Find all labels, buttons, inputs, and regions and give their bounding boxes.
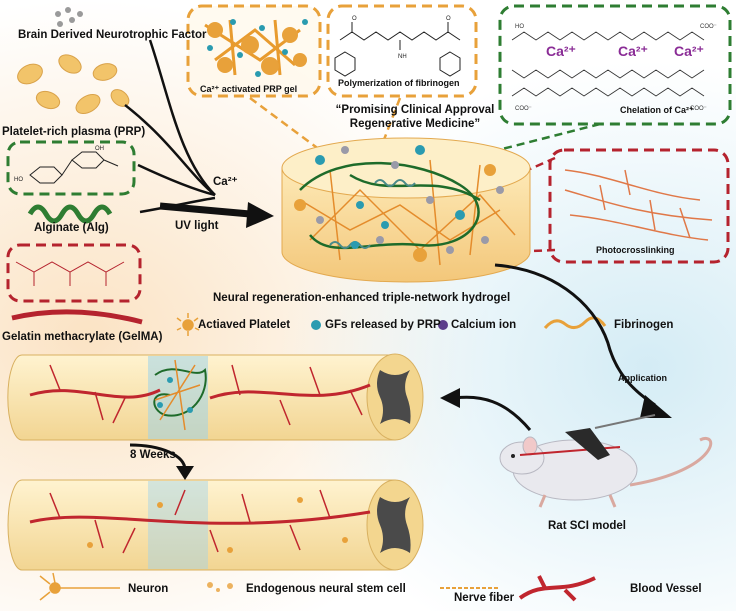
- bdnf-label: Brain Derived Neurotrophic Factor: [18, 29, 207, 41]
- arrow-to-rat: [494, 263, 656, 407]
- rat-model-label: Rat SCI model: [548, 520, 626, 532]
- legend-fibrinogen: Fibrinogen: [614, 319, 674, 331]
- chelation-label: Chelation of Ca²⁺: [620, 105, 694, 115]
- legend-gf: GFs released by PRP: [325, 319, 441, 331]
- svg-text:NH: NH: [398, 54, 407, 60]
- polymerization-label: Polymerization of fibrinogen: [338, 78, 460, 88]
- legend-vessel: Blood Vessel: [630, 583, 702, 595]
- arrow-to-tube-head: [440, 388, 460, 408]
- alginate-wave: [27, 204, 113, 224]
- legend-nerve-fiber: Nerve fiber: [454, 592, 515, 604]
- svg-text:COO⁻: COO⁻: [700, 24, 717, 30]
- spinal-cord-lower: [7, 479, 424, 571]
- legend-calcium: Calcium ion: [451, 319, 517, 331]
- ca-condition-label: Ca²⁺: [213, 176, 238, 188]
- svg-text:OH: OH: [95, 146, 104, 152]
- bdnf-icon: [55, 7, 83, 27]
- gf-icon: [311, 320, 321, 330]
- legend-platelet: Actiaved Platelet: [198, 319, 291, 331]
- quote-line-1: “Promising Clinical Approval: [335, 104, 495, 116]
- application-label: Application: [618, 373, 667, 383]
- prp-gel-label: Ca²⁺ activated PRP gel: [200, 84, 298, 94]
- arrow-8-weeks-head: [176, 466, 194, 480]
- weeks-label: 8 Weeks: [130, 449, 176, 461]
- fibrinogen-polymer-structure: O NH O: [334, 16, 461, 77]
- main-arrow: [159, 202, 251, 218]
- uv-condition-label: UV light: [175, 220, 219, 232]
- main-arrow-head: [246, 202, 274, 228]
- prp-label: Platelet-rich plasma (PRP): [2, 126, 146, 138]
- arrow-8-weeks: [129, 443, 187, 471]
- stem-cell-icon: [207, 582, 233, 592]
- legend-neuron: Neuron: [128, 583, 169, 595]
- quote-line-2: Regenerative Medicine”: [349, 118, 481, 130]
- gelma-structure-box: [6, 243, 142, 303]
- chelation-ion-3: Ca²⁺: [674, 43, 704, 59]
- svg-text:O: O: [446, 16, 451, 22]
- rat-illustration: [499, 414, 713, 508]
- gelma-line: [11, 309, 143, 325]
- spinal-cord-upper: [7, 353, 424, 441]
- chelation-ion-1: Ca²⁺: [546, 43, 576, 59]
- gelma-structure: [15, 261, 125, 286]
- prp-gel-network: [204, 19, 308, 77]
- converging-arrows: [124, 39, 216, 214]
- chelation-ion-2: Ca²⁺: [618, 43, 648, 59]
- alginate-structure: HO OH: [14, 146, 119, 184]
- legend-stem-cell: Endogenous neural stem cell: [246, 583, 406, 595]
- platelet-icons: [17, 54, 130, 114]
- svg-text:O: O: [352, 16, 357, 22]
- svg-text:COO⁻: COO⁻: [690, 106, 707, 112]
- gelma-label: Gelatin methacrylate (GelMA): [2, 331, 163, 343]
- photocrosslinking-label: Photocrosslinking: [596, 245, 675, 255]
- neuron-icon: [39, 572, 120, 601]
- alginate-label: Alginate (Alg): [34, 222, 109, 234]
- arrow-to-tube: [454, 395, 532, 431]
- blood-vessel-icon: [518, 575, 596, 602]
- calcium-icon: [438, 320, 448, 330]
- svg-text:HO: HO: [14, 177, 23, 183]
- alginate-chain-structure: HO COO⁻ COO⁻ COO⁻: [511, 24, 717, 112]
- arrow-to-rat-head: [640, 395, 672, 418]
- svg-text:HO: HO: [515, 24, 524, 30]
- hydrogel-title: Neural regeneration-enhanced triple-netw…: [213, 292, 511, 304]
- activated-platelet-icon: [176, 313, 200, 336]
- alginate-structure-box: [6, 140, 136, 196]
- svg-text:COO⁻: COO⁻: [515, 106, 532, 112]
